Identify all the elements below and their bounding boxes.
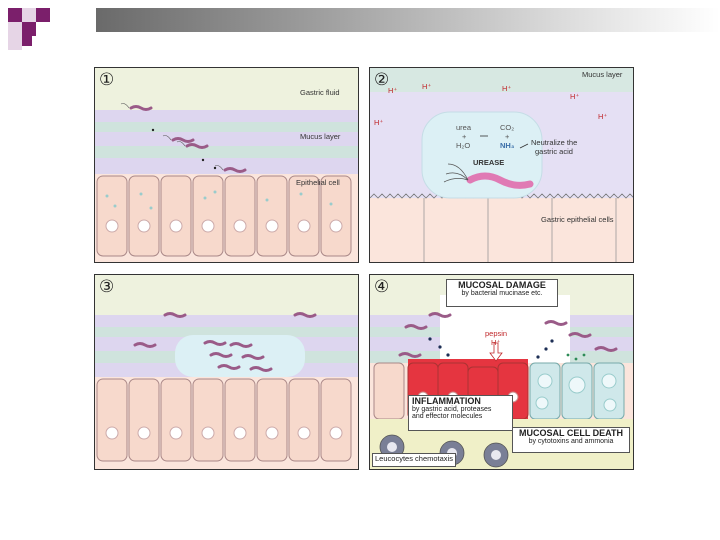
label-neutralize-2: gastric acid [535, 147, 573, 156]
label-mucus-layer: Mucus layer [300, 132, 341, 141]
panel-4-number: ④ [374, 277, 390, 296]
label-epithelial-cell: Epithelial cell [296, 178, 340, 187]
label-plus-2: + [505, 132, 510, 141]
mucosal-cell-death-sub: by cytotoxins and ammonia [528, 438, 614, 445]
inflammation-box: INFLAMMATION by gastric acid, proteases … [408, 395, 513, 431]
h-plus-6: H⁺ [598, 112, 608, 121]
inflammation-sub-2: and effector molecules [412, 413, 483, 420]
mucosal-cell-death-box: MUCOSAL CELL DEATH by cytotoxins and amm… [512, 427, 630, 453]
panel-3-illustration [95, 275, 358, 469]
label-neutralize-1: Neutralize the [531, 138, 578, 147]
decor-square-dark-3 [22, 22, 36, 36]
inflammation-title: INFLAMMATION [412, 396, 481, 406]
label-gastric-epithelial-cells: Gastric epithelial cells [541, 215, 614, 224]
panel-2-illustration [370, 68, 633, 262]
label-mucus-layer-2: Mucus layer [582, 70, 623, 79]
panel-2-urease-neutralization: ② Mucus layer H⁺ H⁺ H⁺ H⁺ H⁺ H⁺ urea + H… [369, 67, 634, 263]
label-urea: urea [456, 123, 472, 132]
mucosal-damage-sub: by bacterial mucinase etc. [461, 290, 543, 297]
leucocytes-chemotaxis-label: Leucocytes chemotaxis [375, 454, 453, 463]
panel-3-number: ③ [99, 277, 115, 296]
panel-2-number: ② [374, 70, 390, 89]
label-co2: CO₂ [500, 123, 515, 132]
mucosal-damage-title: MUCOSAL DAMAGE [458, 280, 546, 290]
panel-1-number: ① [99, 70, 115, 89]
h-plus-5: H⁺ [374, 118, 384, 127]
h-plus-2: H⁺ [422, 82, 432, 91]
decor-square-dark-4 [22, 36, 32, 46]
mucosal-damage-box: MUCOSAL DAMAGE by bacterial mucinase etc… [446, 279, 558, 307]
panel-1-illustration [95, 68, 358, 262]
mucosal-cell-death-title: MUCOSAL CELL DEATH [518, 428, 623, 438]
h-plus-3: H⁺ [502, 84, 512, 93]
panel-3-colonization: ③ [94, 274, 359, 470]
title-bar-gradient [96, 8, 720, 32]
label-h2o: H₂O [456, 141, 471, 150]
label-urease: UREASE [473, 158, 505, 167]
decor-square-light-1 [22, 8, 36, 22]
label-gastric-fluid: Gastric fluid [300, 88, 340, 97]
h-plus-4: H⁺ [570, 92, 580, 101]
inflammation-sub-1: by gastric acid, proteases [412, 406, 492, 413]
label-nh3: NH₃ [500, 141, 515, 150]
decor-square-light-2 [8, 22, 22, 36]
panel-1-bacteria-enter-mucus: ① Gastric fluid Mucus layer Epithelial c… [94, 67, 359, 263]
h-plus-1: H⁺ [388, 86, 398, 95]
decor-square-dark-2 [36, 8, 50, 22]
decor-square-dark-1 [8, 8, 22, 22]
label-pepsin: pepsin [485, 329, 508, 338]
decor-square-light-3 [8, 36, 22, 50]
label-h-plus: H⁺ [491, 338, 501, 347]
leucocytes-chemotaxis-box: Leucocytes chemotaxis [372, 453, 456, 467]
panel-4-mucosal-damage: ④ MUCOSAL DAMAGE by bacterial mucinase e… [369, 274, 634, 470]
label-plus-1: + [462, 132, 467, 141]
